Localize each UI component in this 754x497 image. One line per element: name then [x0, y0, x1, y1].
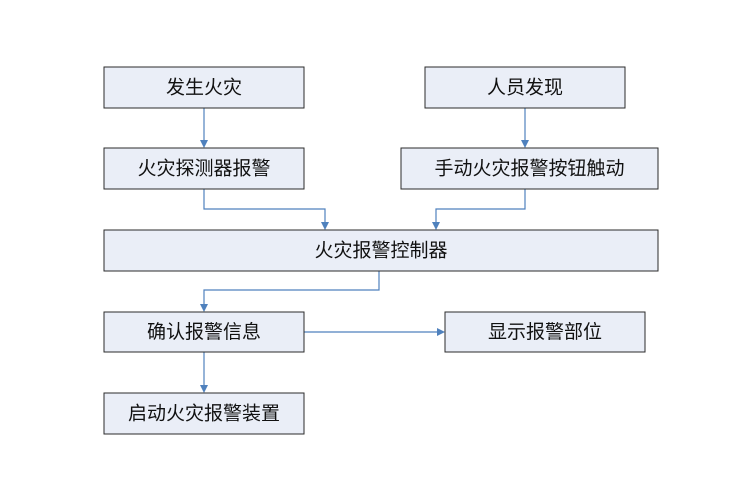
node-detector-alarm: 火灾探测器报警 [103, 147, 305, 190]
node-start-alarm-device-label: 启动火灾报警装置 [128, 403, 280, 425]
edge-confirm-to-start-device [200, 352, 208, 393]
node-person-discovers-label: 人员发现 [487, 77, 563, 99]
node-start-alarm-device: 启动火灾报警装置 [103, 392, 305, 435]
node-show-location-label: 显示报警部位 [488, 321, 602, 343]
edge-fire-to-detector [200, 108, 208, 148]
edge-detector-to-controller [203, 189, 329, 230]
node-manual-button-label: 手动火灾报警按钮触动 [434, 158, 624, 180]
edge-manual-button-to-controller [432, 189, 526, 230]
node-manual-button: 手动火灾报警按钮触动 [400, 147, 659, 190]
edge-person-to-manual-button [521, 108, 529, 148]
edge-controller-to-confirm [200, 271, 380, 312]
node-show-location: 显示报警部位 [444, 311, 646, 353]
edge-confirm-to-show-location [304, 328, 445, 336]
node-detector-alarm-label: 火灾探测器报警 [137, 158, 270, 180]
node-alarm-controller-label: 火灾报警控制器 [314, 240, 447, 262]
node-confirm-alarm: 确认报警信息 [103, 311, 305, 353]
node-alarm-controller: 火灾报警控制器 [103, 229, 659, 272]
node-confirm-alarm-label: 确认报警信息 [147, 321, 261, 343]
node-fire-occurs: 发生火灾 [103, 66, 305, 109]
node-fire-occurs-label: 发生火灾 [166, 77, 242, 99]
node-person-discovers: 人员发现 [424, 66, 626, 109]
